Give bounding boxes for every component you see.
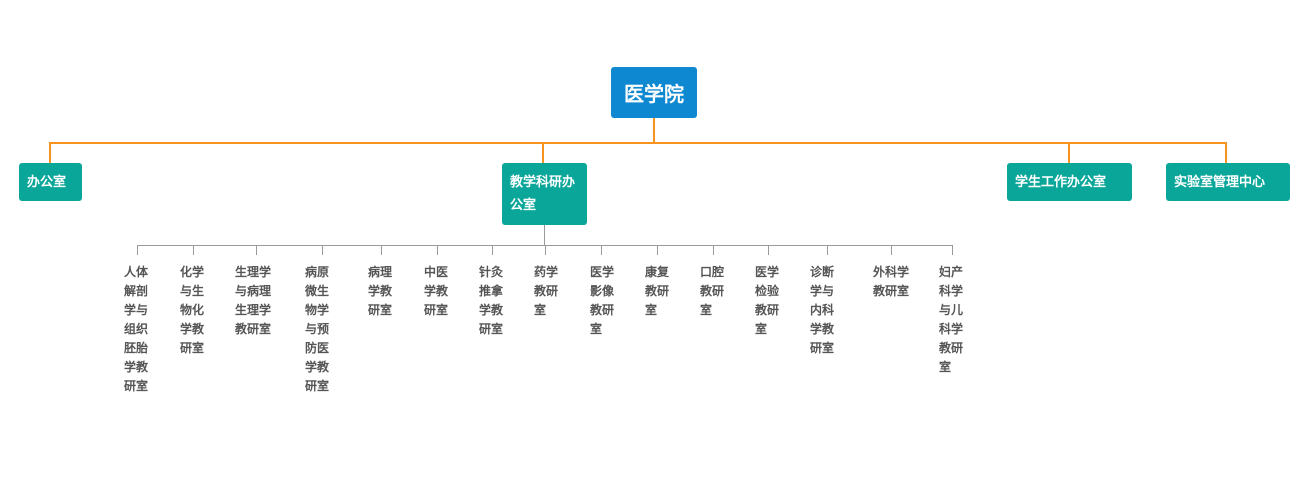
sub-connector bbox=[544, 225, 545, 246]
connector bbox=[542, 142, 544, 163]
root-node[interactable]: 医学院 bbox=[611, 67, 697, 118]
sub-connector-tick bbox=[768, 245, 769, 255]
child-node-student-affairs[interactable]: 学生工作办公室 bbox=[1007, 163, 1132, 201]
sub-connector-tick bbox=[952, 245, 953, 255]
sub-connector-tick bbox=[256, 245, 257, 255]
sub-connector-tick bbox=[891, 245, 892, 255]
teaching-unit[interactable]: 妇产科学与儿科学教研室 bbox=[939, 265, 964, 374]
teaching-unit[interactable]: 病原微生物学与预防医学教研室 bbox=[305, 265, 330, 393]
child-node-lab-center[interactable]: 实验室管理中心 bbox=[1166, 163, 1290, 201]
sub-connector-tick bbox=[545, 245, 546, 255]
teaching-unit[interactable]: 药学教研室 bbox=[534, 265, 559, 317]
teaching-unit[interactable]: 病理学教研室 bbox=[368, 265, 393, 317]
child-node-office[interactable]: 办公室 bbox=[19, 163, 82, 201]
sub-connector-tick bbox=[381, 245, 382, 255]
sub-connector-tick bbox=[193, 245, 194, 255]
teaching-unit[interactable]: 针灸推拿学教研室 bbox=[479, 265, 504, 336]
connector bbox=[1068, 142, 1070, 163]
teaching-unit[interactable]: 生理学与病理生理学教研室 bbox=[235, 265, 272, 336]
teaching-unit[interactable]: 康复教研室 bbox=[645, 265, 670, 317]
sub-connector-tick bbox=[437, 245, 438, 255]
sub-connector-tick bbox=[713, 245, 714, 255]
teaching-unit[interactable]: 人体解剖学与组织胚胎学教研室 bbox=[124, 265, 149, 393]
teaching-unit[interactable]: 医学检验教研室 bbox=[755, 265, 780, 336]
sub-connector-tick bbox=[657, 245, 658, 255]
teaching-unit[interactable]: 外科学教研室 bbox=[873, 265, 910, 298]
sub-connector-tick bbox=[601, 245, 602, 255]
sub-connector-tick bbox=[137, 245, 138, 255]
teaching-unit[interactable]: 中医学教研室 bbox=[424, 265, 449, 317]
connector bbox=[653, 118, 655, 144]
sub-connector-tick bbox=[827, 245, 828, 255]
teaching-unit[interactable]: 医学影像教研室 bbox=[590, 265, 615, 336]
connector bbox=[49, 142, 1227, 144]
connector bbox=[49, 142, 51, 163]
child-node-teaching-research[interactable]: 教学科研办公室 bbox=[502, 163, 587, 225]
sub-connector-tick bbox=[492, 245, 493, 255]
teaching-unit[interactable]: 口腔教研室 bbox=[700, 265, 725, 317]
teaching-unit[interactable]: 化学与生物化学教研室 bbox=[180, 265, 205, 355]
connector bbox=[1225, 142, 1227, 163]
teaching-unit[interactable]: 诊断学与内科学教研室 bbox=[810, 265, 835, 355]
sub-connector-tick bbox=[322, 245, 323, 255]
